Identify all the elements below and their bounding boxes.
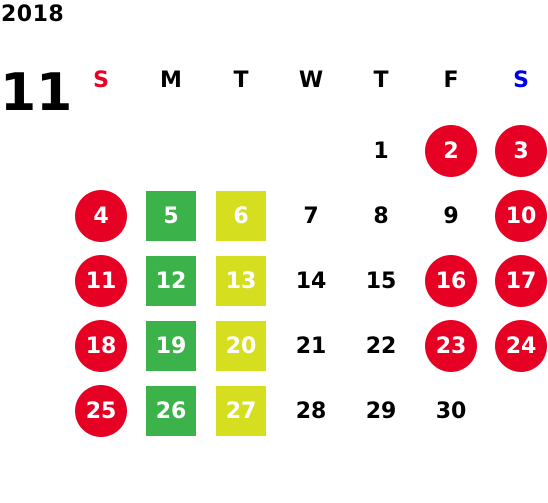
day-cell: 6 bbox=[216, 191, 266, 241]
weekday-header: T bbox=[373, 68, 389, 93]
weekday-header: M bbox=[160, 68, 182, 93]
weekday-header: W bbox=[298, 68, 324, 93]
day-cell: 27 bbox=[216, 386, 266, 436]
day-cell: 7 bbox=[303, 203, 319, 229]
day-cell: 23 bbox=[425, 320, 477, 372]
day-cell: 3 bbox=[495, 125, 547, 177]
day-cell: 15 bbox=[365, 268, 397, 294]
day-cell: 1 bbox=[373, 138, 389, 164]
weekday-header: F bbox=[443, 68, 459, 93]
day-cell: 17 bbox=[495, 255, 547, 307]
day-cell: 29 bbox=[365, 398, 397, 424]
day-cell: 28 bbox=[295, 398, 327, 424]
day-cell: 26 bbox=[146, 386, 196, 436]
day-cell: 9 bbox=[443, 203, 459, 229]
day-cell: 13 bbox=[216, 256, 266, 306]
day-cell: 25 bbox=[75, 385, 127, 437]
day-cell: 4 bbox=[75, 190, 127, 242]
month-number: 11 bbox=[0, 63, 73, 123]
day-cell: 22 bbox=[365, 333, 397, 359]
weekday-header: S bbox=[513, 68, 529, 93]
day-cell: 21 bbox=[295, 333, 327, 359]
day-cell: 16 bbox=[425, 255, 477, 307]
day-cell: 8 bbox=[373, 203, 389, 229]
day-cell: 14 bbox=[295, 268, 327, 294]
day-cell: 5 bbox=[146, 191, 196, 241]
day-cell: 2 bbox=[425, 125, 477, 177]
day-cell: 30 bbox=[435, 398, 467, 424]
year-label: 2018 bbox=[1, 2, 65, 27]
day-cell: 18 bbox=[75, 320, 127, 372]
day-cell: 19 bbox=[146, 321, 196, 371]
weekday-header: S bbox=[93, 68, 109, 93]
day-cell: 12 bbox=[146, 256, 196, 306]
day-cell: 20 bbox=[216, 321, 266, 371]
weekday-header: T bbox=[233, 68, 249, 93]
day-cell: 24 bbox=[495, 320, 547, 372]
day-cell: 10 bbox=[495, 190, 547, 242]
day-cell: 11 bbox=[75, 255, 127, 307]
